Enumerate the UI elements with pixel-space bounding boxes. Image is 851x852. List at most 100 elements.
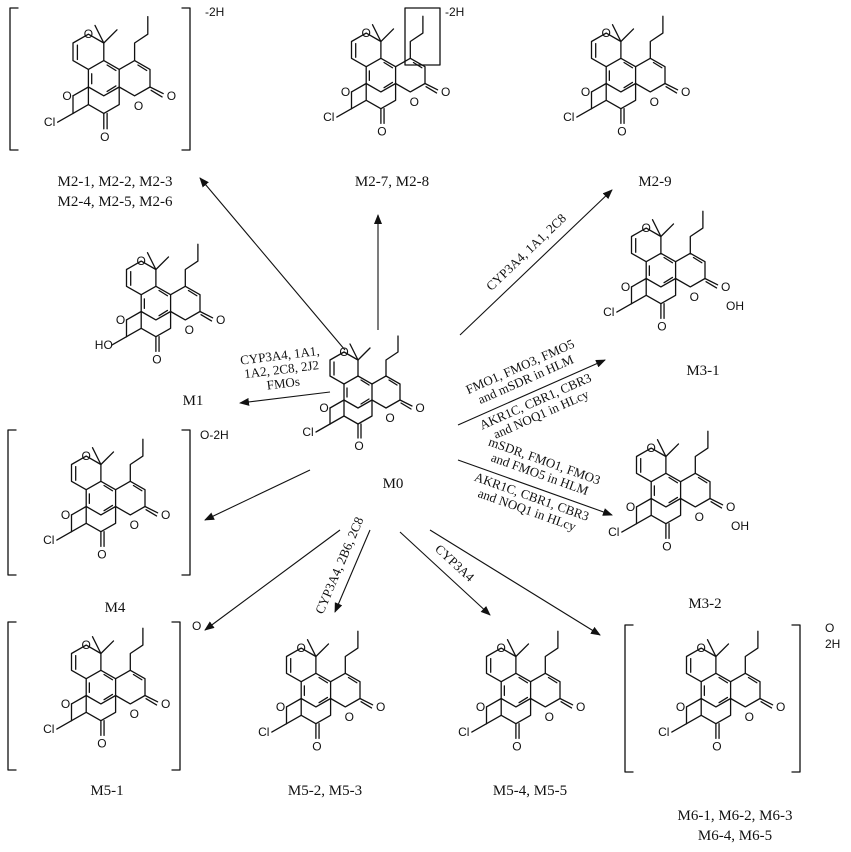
double-bond [652, 61, 663, 69]
oxygen-atom: O [82, 638, 91, 652]
chloromethyl-bond [56, 531, 73, 541]
chlorine-atom: Cl [43, 533, 54, 547]
chloromethyl-bond [56, 112, 74, 123]
oxygen-atom: O [185, 323, 194, 337]
oxygen-atom: O [676, 700, 685, 714]
chloromethyl-bond [621, 523, 638, 533]
ketone-oxygen: O [617, 124, 626, 138]
chlorine-atom: Cl [608, 525, 619, 539]
oxygen-atom: O [341, 85, 350, 99]
double-bond [747, 676, 758, 684]
benzene-ring [605, 57, 637, 93]
oxygen-atom: O [130, 518, 139, 532]
carbonyl-oxygen: O [161, 697, 170, 711]
carbonyl-bond [665, 86, 678, 94]
carbonyl-bond [360, 701, 373, 709]
oxygen-atom: O [134, 99, 143, 113]
benzene-ring [85, 480, 117, 516]
aromatic-bond [383, 61, 394, 69]
compound-label: M1 [183, 393, 204, 409]
propyl-chain [689, 210, 704, 254]
hydroxyl-group: OH [726, 299, 744, 313]
ring-bond [70, 711, 87, 722]
chloromethyl-bond [336, 108, 353, 118]
enzyme-label: CYP3A4 [432, 541, 478, 585]
methyl-bond [315, 643, 330, 658]
chromanone-ring [650, 497, 682, 525]
carbonyl-oxygen: O [681, 85, 690, 99]
oxygen-atom: O [319, 401, 328, 415]
bracket-annotation: 2H [825, 637, 840, 651]
oxygen-atom: O [581, 85, 590, 99]
aromatic-bond [623, 61, 634, 69]
oxygen-atom: O [621, 280, 630, 294]
chromanone-ring [343, 399, 373, 425]
carbonyl-bond [144, 694, 159, 703]
carbonyl-oxygen: O [441, 85, 450, 99]
double-bond [347, 676, 358, 684]
benzene-ring [343, 375, 373, 409]
chromanone-ring [85, 694, 117, 722]
oxygen-atom: O [297, 641, 306, 655]
propyl-chain [129, 438, 144, 482]
compound-label: M5-2, M5-3 [288, 783, 362, 799]
methyl-bond [91, 447, 102, 466]
left-bracket [7, 621, 17, 771]
dimethylchromene-ring [485, 647, 517, 683]
compound-label: M2-7, M2-8 [355, 174, 429, 190]
carbonyl-bond [149, 86, 164, 95]
chromanone-ring [140, 310, 172, 338]
ketone-oxygen: O [312, 739, 321, 753]
propyl-chain [133, 15, 149, 62]
hydroxyl-group: OH [731, 519, 749, 533]
propyl-chain [129, 627, 144, 671]
oxygen-atom: O [339, 345, 348, 359]
aromatic-bond [623, 81, 634, 89]
propyl-chain [385, 335, 399, 377]
compound-label: M3-2 [688, 596, 721, 612]
aromatic-bond [318, 696, 329, 704]
compound-label: M4 [105, 600, 126, 616]
methyl-bond [91, 636, 102, 655]
bracket-annotation: -2H [205, 5, 224, 19]
ring-bond [350, 82, 367, 93]
aromatic-bond [158, 289, 169, 297]
benzene-ring [645, 252, 677, 288]
oxygen-atom: O [690, 290, 699, 304]
dimethylchromene-ring [125, 260, 157, 296]
arrow-to-m5-2 [334, 529, 371, 613]
coumarin-ring [634, 57, 666, 93]
ring-bond [485, 714, 502, 725]
chromanone-ring [645, 277, 677, 305]
aromatic-bond [518, 676, 529, 684]
carbonyl-oxygen: O [415, 401, 424, 415]
aromatic-bond [106, 64, 117, 72]
oxygen-atom: O [61, 508, 70, 522]
ketone-oxygen: O [377, 124, 386, 138]
bracket-annotation: O [192, 619, 201, 633]
ring-bond [329, 415, 345, 425]
chromanone-ring [300, 697, 332, 725]
arrow-to-m3-2 [457, 459, 613, 516]
ketone-oxygen: O [712, 739, 721, 753]
coumarin-ring [674, 252, 706, 288]
arrow-to-m1 [239, 391, 331, 406]
carbonyl-bond [664, 82, 679, 91]
chlorine-atom: Cl [302, 425, 313, 439]
chromanone-ring [700, 697, 732, 725]
methyl-bond [506, 639, 517, 658]
propyl-chain [344, 630, 359, 674]
carbonyl-bond [760, 701, 773, 709]
carbonyl-bond [399, 399, 413, 407]
benzene-ring [85, 669, 117, 705]
right-bracket [181, 7, 191, 151]
propyl-chain [649, 15, 664, 59]
arrow-to-m5-1 [204, 529, 341, 631]
methyl-bond [100, 640, 115, 655]
double-bond [132, 484, 143, 492]
methyl-bond [100, 451, 115, 466]
chloromethyl-bond [616, 303, 633, 313]
